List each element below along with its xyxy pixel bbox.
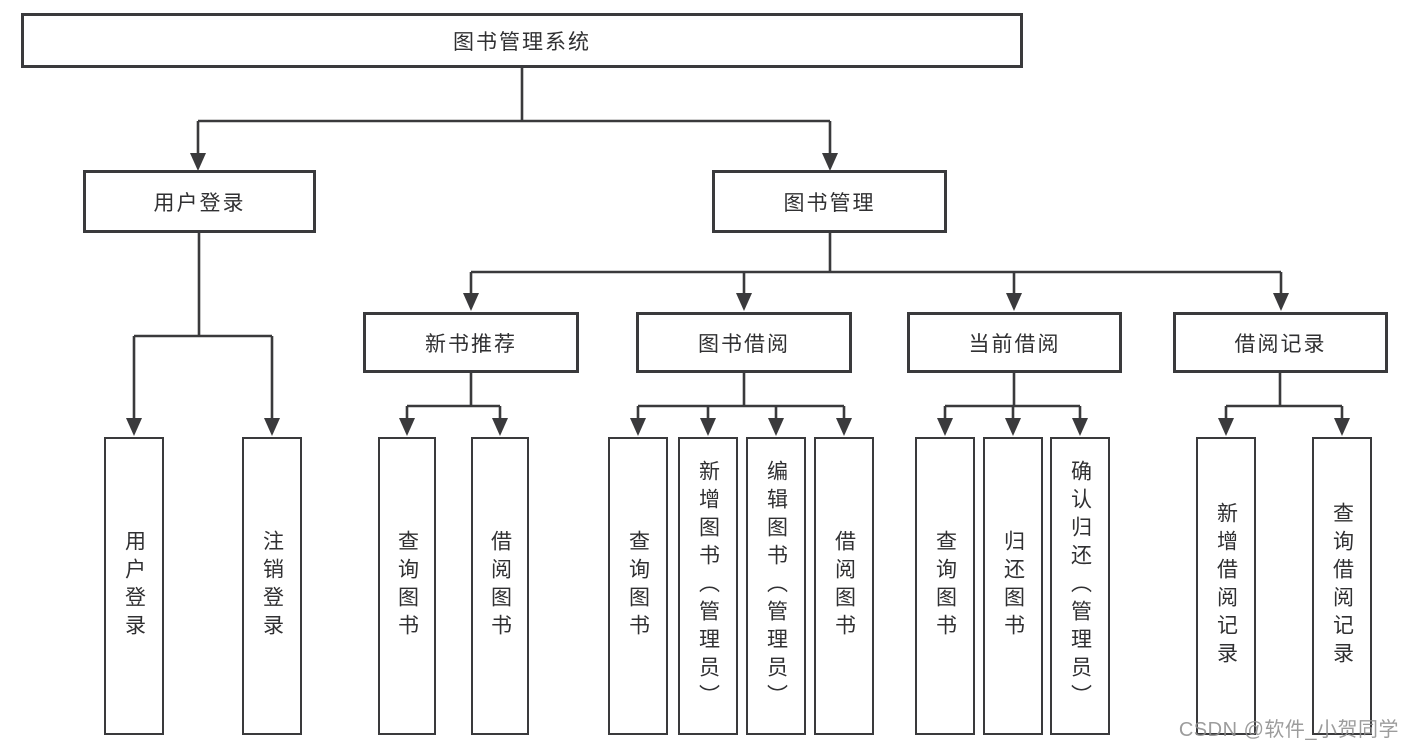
leaf-query-books-borrow: 查询图书 [608,437,668,735]
system-root-label: 图书管理系统 [453,30,591,54]
leaf-confirm-return-admin-label: 确认归还（管理员） [1068,460,1092,712]
leaf-query-books-current: 查询图书 [915,437,975,735]
leaf-add-books-admin: 新增图书（管理员） [678,437,738,735]
leaf-query-books-recommend: 查询图书 [378,437,436,735]
leaf-borrow-books-recommend-label: 借阅图书 [488,530,512,642]
leaf-query-borrow-record-label: 查询借阅记录 [1330,502,1354,670]
node-current-borrowing: 当前借阅 [907,312,1122,373]
node-borrowing-records: 借阅记录 [1173,312,1388,373]
leaf-edit-books-admin-label: 编辑图书（管理员） [764,460,788,712]
leaf-user-login-label: 用户登录 [122,530,146,642]
leaf-borrow-books-label: 借阅图书 [832,530,856,642]
leaf-add-borrow-record-label: 新增借阅记录 [1214,502,1238,670]
leaf-logout: 注销登录 [242,437,302,735]
node-user-login: 用户登录 [83,170,316,233]
node-system-root: 图书管理系统 [21,13,1023,68]
leaf-return-books: 归还图书 [983,437,1043,735]
leaf-query-books-current-label: 查询图书 [933,530,957,642]
node-book-management: 图书管理 [712,170,947,233]
book-management-label: 图书管理 [783,191,876,215]
book-borrowing-label: 图书借阅 [698,332,790,356]
leaf-confirm-return-admin: 确认归还（管理员） [1050,437,1110,735]
new-book-recommendation-label: 新书推荐 [425,332,517,356]
current-borrowing-label: 当前借阅 [968,332,1061,356]
leaf-logout-label: 注销登录 [260,530,284,642]
leaf-add-borrow-record: 新增借阅记录 [1196,437,1256,735]
leaf-add-books-admin-label: 新增图书（管理员） [696,460,720,712]
leaf-edit-books-admin: 编辑图书（管理员） [746,437,806,735]
node-new-book-recommendation: 新书推荐 [363,312,579,373]
node-book-borrowing: 图书借阅 [636,312,852,373]
watermark: CSDN @软件_小贺同学 [1178,719,1399,741]
leaf-borrow-books: 借阅图书 [814,437,874,735]
leaf-query-borrow-record: 查询借阅记录 [1312,437,1372,735]
leaf-borrow-books-recommend: 借阅图书 [471,437,529,735]
user-login-label: 用户登录 [153,191,246,215]
borrowing-records-label: 借阅记录 [1234,332,1327,356]
leaf-query-books-recommend-label: 查询图书 [395,530,419,642]
leaf-user-login: 用户登录 [104,437,164,735]
leaf-return-books-label: 归还图书 [1001,530,1025,642]
leaf-query-books-borrow-label: 查询图书 [626,530,650,642]
